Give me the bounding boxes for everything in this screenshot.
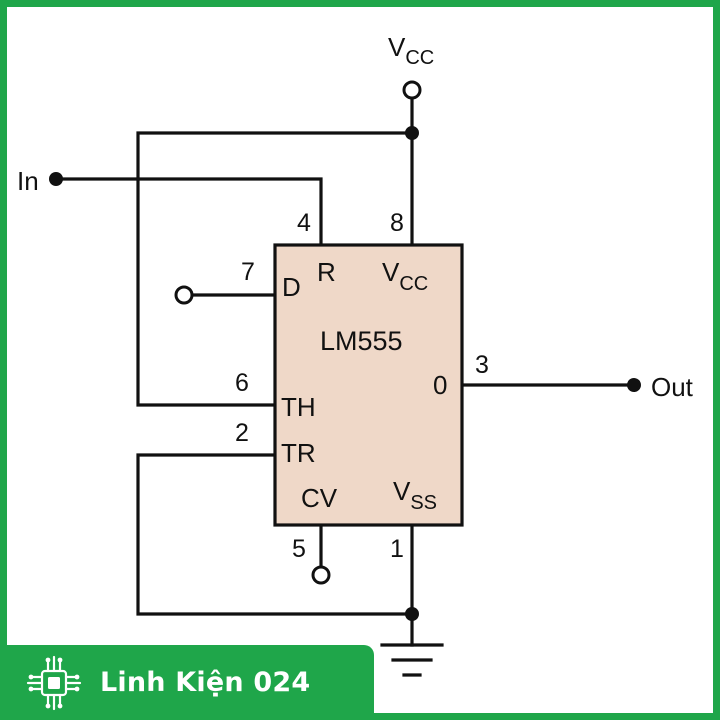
output-label: Out xyxy=(651,372,694,402)
chip-name-label: LM555 xyxy=(320,326,403,356)
control-voltage-pin-label: CV xyxy=(301,483,338,513)
threshold-pin-label: TH xyxy=(281,392,316,422)
pin-6-number: 6 xyxy=(235,369,249,397)
pin-7-number: 7 xyxy=(241,258,255,286)
ground-junction-dot xyxy=(405,607,419,621)
vcc-open-terminal xyxy=(402,80,422,100)
vcc-supply-label: VCC xyxy=(388,32,434,69)
output-terminal-dot xyxy=(627,378,641,392)
pin-5-number: 5 xyxy=(292,535,306,563)
pin-8-number: 8 xyxy=(390,209,404,237)
discharge-pin-label: D xyxy=(282,272,301,302)
input-terminal-dot xyxy=(49,172,63,186)
brand-name: Linh Kiện 024 xyxy=(100,667,311,698)
discharge-open-terminal xyxy=(174,285,194,305)
trigger-to-ground-wire xyxy=(136,453,414,616)
pin-4-number: 4 xyxy=(297,209,311,237)
output-pin-label: 0 xyxy=(433,370,447,400)
ground-pin-label: VSS xyxy=(393,476,437,514)
circuit-chip-icon xyxy=(26,655,82,710)
input-label: In xyxy=(17,166,39,196)
reset-pin-label: R xyxy=(317,257,336,287)
threshold-feedback-wire xyxy=(136,131,414,407)
control-voltage-open-terminal xyxy=(311,565,331,585)
trigger-pin-label: TR xyxy=(281,438,316,468)
vcc-pin-label: VCC xyxy=(382,257,428,295)
lm555-chip-body xyxy=(273,243,464,527)
input-to-reset-wire xyxy=(54,177,323,247)
ground-symbol xyxy=(380,643,444,677)
pin-1-number: 1 xyxy=(390,535,404,563)
pin-3-number: 3 xyxy=(475,351,489,379)
vcc-junction-dot xyxy=(405,126,419,140)
pin-2-number: 2 xyxy=(235,419,249,447)
brand-banner: Linh Kiện 024 xyxy=(0,645,374,720)
